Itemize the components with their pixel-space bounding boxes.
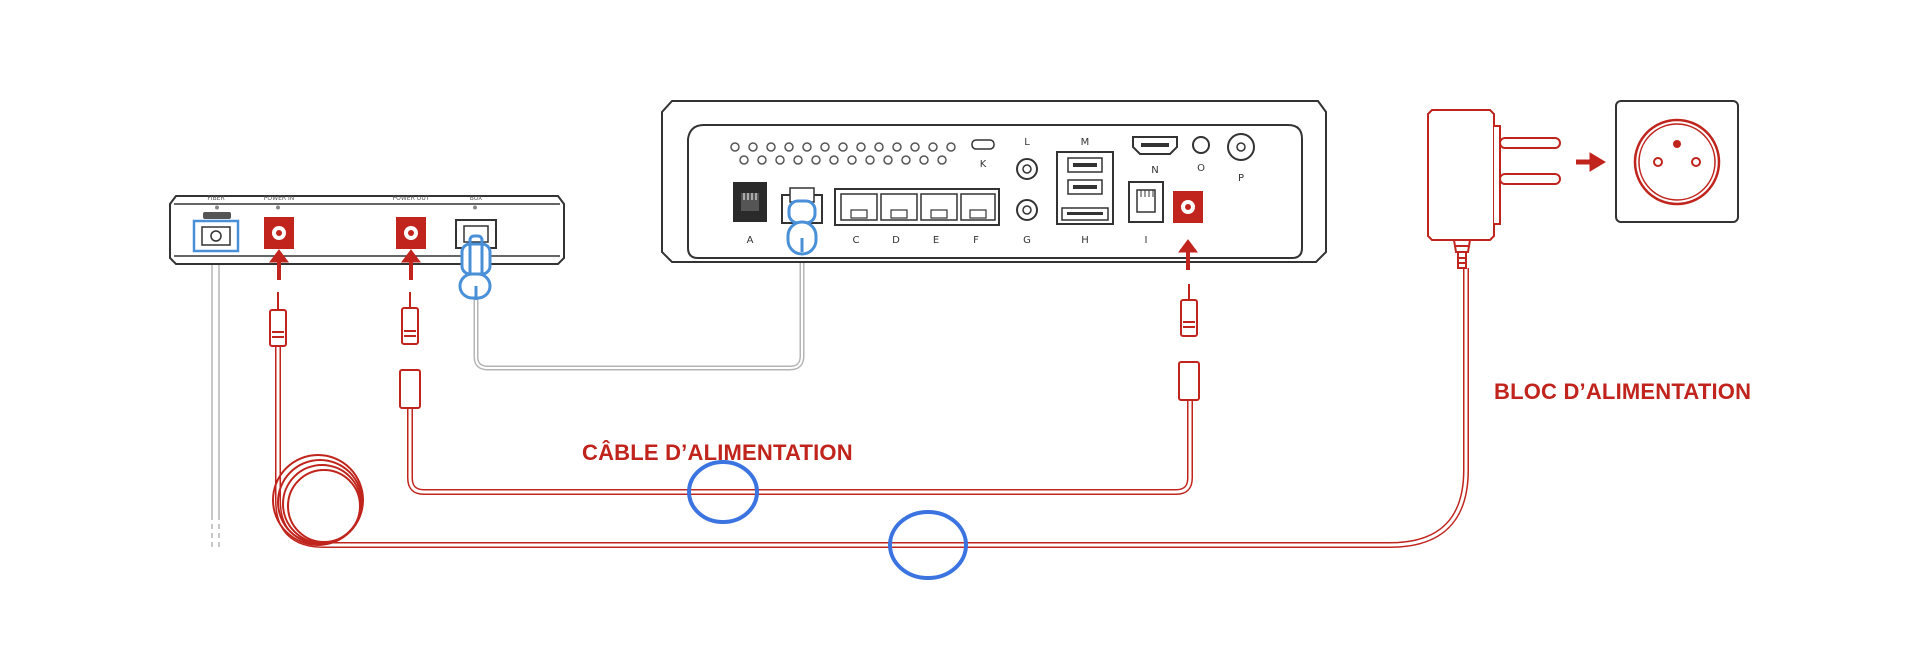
box-port-e[interactable]: [920, 193, 958, 221]
ont-label-box: BOX: [470, 195, 482, 202]
label-power-cable: CÂBLE D’ALIMENTATION: [582, 440, 853, 465]
rj45-connector-ont: [458, 234, 492, 300]
ont-power-in-port[interactable]: [264, 205, 294, 250]
box-device: A C D E F G H I K L M N O P: [661, 100, 1327, 263]
power-plug-in: [269, 292, 287, 347]
box-port-p[interactable]: [1227, 133, 1255, 161]
box-label-f: F: [973, 235, 979, 246]
box-label-n: N: [1151, 165, 1158, 176]
box-label-o: O: [1197, 163, 1205, 174]
power-cable: [407, 400, 1193, 495]
box-port-a[interactable]: [733, 182, 767, 222]
cable-coil: [272, 454, 364, 546]
label-power-adapter: BLOC D’ALIMENTATION: [1494, 379, 1752, 404]
highlight-ellipses: [687, 460, 968, 580]
box-port-h[interactable]: [1061, 207, 1109, 221]
ont-power-out-port[interactable]: [396, 217, 426, 249]
ont-fiber-port[interactable]: [192, 205, 240, 253]
box-port-n[interactable]: [1132, 136, 1178, 155]
ont-device: FIBER POWER IN POWER OUT BOX: [169, 195, 565, 265]
box-label-p: P: [1238, 173, 1244, 184]
box-usb-ports: [1056, 151, 1114, 225]
highlight-adapter-cable: [888, 510, 968, 580]
box-label-k: K: [980, 159, 987, 170]
arrow-icon-outlet: [1576, 152, 1606, 172]
box-label-e: E: [933, 235, 939, 246]
vent-holes: [730, 142, 956, 165]
box-label-i: I: [1145, 235, 1148, 246]
box-port-g[interactable]: [1016, 199, 1038, 221]
ont-label-fiber: FIBER: [207, 195, 224, 202]
box-label-a: A: [747, 235, 754, 246]
box-port-l[interactable]: [1016, 158, 1038, 180]
box-label-g: G: [1023, 235, 1031, 246]
adapter-cable: [272, 268, 1469, 548]
box-ethernet-ports: [834, 188, 1000, 226]
box-label-c: C: [853, 235, 860, 246]
ont-label-power-out: POWER OUT: [393, 195, 430, 202]
box-port-c[interactable]: [840, 193, 878, 221]
ont-label-power-in: POWER IN: [264, 195, 294, 202]
outlet-icon: [1615, 100, 1739, 223]
box-port-o[interactable]: [1192, 136, 1210, 154]
highlight-power-cable: [687, 460, 759, 524]
power-plug-out: [399, 292, 421, 409]
fiber-cable: [211, 245, 220, 548]
box-label-h: H: [1081, 235, 1089, 246]
power-plug-box: [1178, 284, 1200, 401]
rj45-connector-box: [786, 199, 818, 256]
box-port-k[interactable]: [971, 139, 995, 150]
box-port-d[interactable]: [880, 193, 918, 221]
power-adapter: [1427, 109, 1561, 269]
box-label-l: L: [1024, 137, 1030, 148]
box-port-i[interactable]: [1128, 181, 1164, 223]
box-port-f[interactable]: [960, 193, 996, 221]
box-port-m[interactable]: [1067, 157, 1103, 195]
box-label-d: D: [892, 235, 900, 246]
box-label-m: M: [1081, 137, 1090, 148]
arrow-icon: [269, 239, 1198, 280]
box-port-j[interactable]: [1173, 191, 1203, 223]
